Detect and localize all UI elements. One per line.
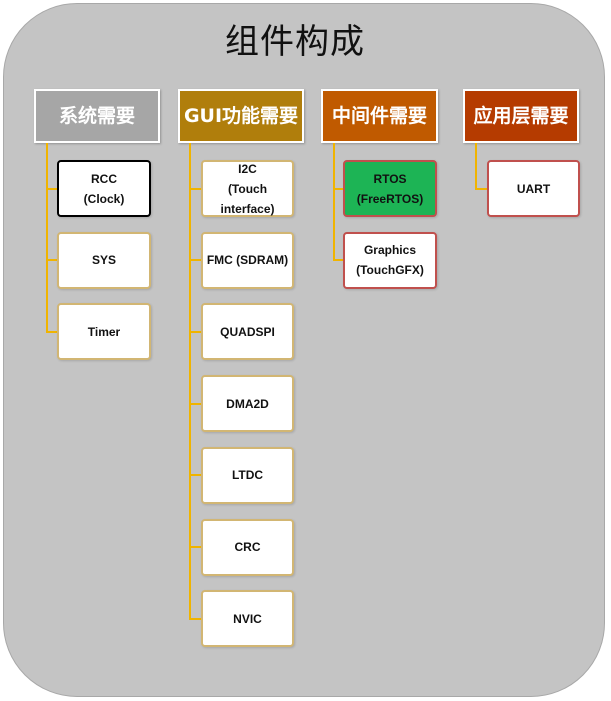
tree-branch-line — [475, 187, 487, 190]
component-box: Graphics (TouchGFX) — [343, 231, 437, 289]
component-box: SYS — [57, 231, 151, 289]
component-box: FMC (SDRAM) — [201, 231, 294, 289]
component-box: NVIC — [201, 590, 294, 648]
tree-connector-line — [475, 143, 477, 190]
component-box: UART — [487, 160, 580, 217]
tree-branch-line — [189, 617, 201, 620]
tree-branch-line — [189, 187, 201, 190]
component-box: I2C (Touch interface) — [201, 160, 294, 217]
tree-branch-line — [333, 259, 343, 262]
column-header: GUI功能需要 — [178, 89, 304, 143]
tree-branch-line — [189, 402, 201, 405]
component-box: LTDC — [201, 446, 294, 504]
tree-branch-line — [189, 259, 201, 262]
column-header: 系统需要 — [34, 89, 160, 143]
column-header: 中间件需要 — [321, 89, 438, 143]
tree-branch-line — [189, 546, 201, 548]
component-box: RCC (Clock) — [57, 160, 151, 217]
column-header: 应用层需要 — [463, 89, 579, 143]
diagram-title: 组件构成 — [225, 22, 365, 62]
tree-connector-line — [333, 143, 335, 262]
tree-branch-line — [46, 330, 57, 333]
component-box: RTOS (FreeRTOS) — [343, 160, 437, 217]
component-box: Timer — [57, 303, 151, 361]
tree-connector-line — [46, 143, 48, 333]
component-box: CRC — [201, 518, 294, 576]
tree-branch-line — [46, 187, 57, 190]
tree-connector-line — [189, 143, 191, 620]
component-box: QUADSPI — [201, 303, 294, 361]
tree-branch-line — [46, 259, 57, 262]
component-box: DMA2D — [201, 375, 294, 433]
tree-branch-line — [333, 187, 343, 190]
tree-branch-line — [189, 330, 201, 333]
tree-branch-line — [189, 474, 201, 477]
